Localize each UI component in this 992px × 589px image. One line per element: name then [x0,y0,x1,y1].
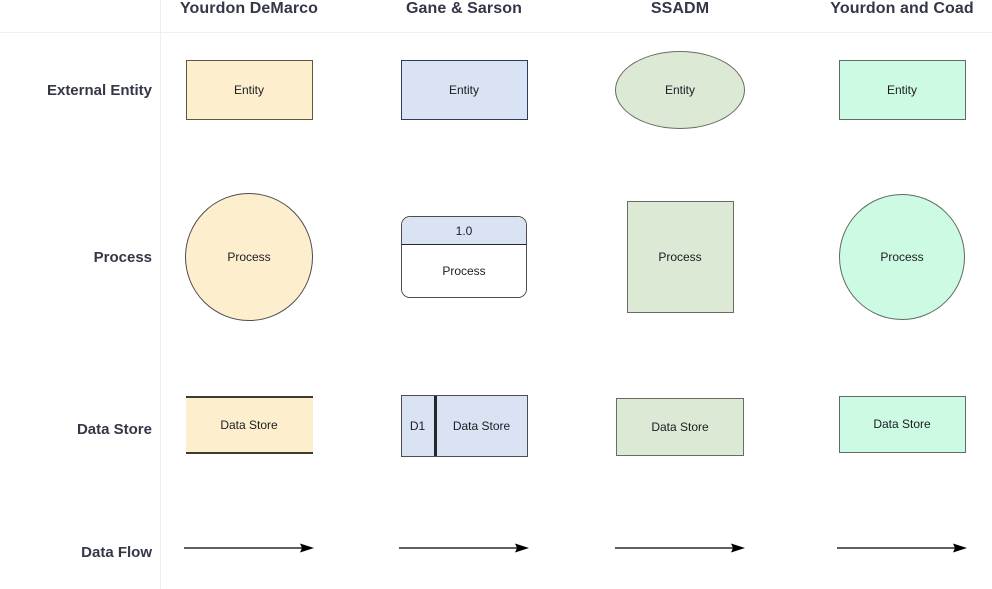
cell-process-ssadm: Process [591,194,769,320]
cell-process-yourdon-coad: Process [813,193,991,321]
row-label-data-store: Data Store [76,421,152,438]
cell-process-gane-sarson: 1.0 Process [375,216,553,298]
shape-entity-rectangle[interactable]: Entity [838,60,966,120]
cell-entity-gane-sarson: Entity [375,50,553,130]
shape-label: Data Store [873,417,931,431]
cell-dataflow-yourdon-coad [813,534,991,562]
shape-datastore-rectangle[interactable]: Data Store [616,398,744,456]
shape-label: Data Store [651,420,709,434]
cell-entity-yourdon-demarco: Entity [160,50,338,130]
datastore-id-label: D1 [409,419,426,433]
shape-datastore-rectangle[interactable]: Data Store [838,395,966,453]
row-label-process: Process [93,249,152,266]
column-header-ssadm: SSADM [650,0,710,17]
shape-dataflow-arrow[interactable] [615,542,745,554]
row-label-data-flow: Data Flow [81,544,152,561]
shape-label: Entity [448,83,479,97]
cell-entity-ssadm: Entity [591,44,769,136]
row-label-external-entity: External Entity [46,82,152,99]
shape-dataflow-arrow[interactable] [399,542,529,554]
process-number-header: 1.0 [402,217,526,245]
shape-label: Process [880,250,924,264]
column-header-yourdon-and-coad: Yourdon and Coad [830,0,974,17]
datastore-id-compartment: D1 [402,396,437,456]
shape-label: Data Store [220,418,278,432]
cell-datastore-yourdon-demarco: Data Store [160,395,338,455]
shape-label: Entity [886,83,917,97]
shape-process-circle[interactable]: Process [185,193,313,321]
cell-entity-yourdon-coad: Entity [813,50,991,130]
datastore-name-compartment: Data Store [437,396,527,456]
shape-label: Data Store [452,419,511,433]
shape-label: Entity [664,83,695,97]
shape-entity-ellipse[interactable]: Entity [615,51,745,129]
cell-datastore-yourdon-coad: Data Store [813,395,991,453]
shape-entity-rectangle[interactable]: Entity [400,60,528,120]
shape-datastore-compartment-rect[interactable]: D1 Data Store [400,395,528,457]
header-divider-line [0,32,992,33]
process-number-label: 1.0 [455,223,473,238]
shape-entity-rectangle[interactable]: Entity [185,60,313,120]
column-header-row: Yourdon DeMarco Gane & Sarson SSADM Your… [0,0,992,32]
column-header-yourdon-demarco: Yourdon DeMarco [179,0,319,17]
shape-process-circle[interactable]: Process [839,194,965,320]
shape-label: Entity [233,83,264,97]
cell-dataflow-ssadm [591,534,769,562]
shape-datastore-open-rect[interactable]: Data Store [185,396,313,454]
column-header-gane-sarson: Gane & Sarson [405,0,522,17]
shape-label: Process [658,250,702,264]
shape-dataflow-arrow[interactable] [837,542,967,554]
process-name-body: Process [402,245,526,297]
cell-process-yourdon-demarco: Process [160,191,338,323]
shape-process-square[interactable]: Process [626,201,734,313]
cell-dataflow-yourdon-demarco [160,534,338,562]
shape-label: Process [227,250,271,264]
cell-dataflow-gane-sarson [375,534,553,562]
shape-label: Process [442,264,486,278]
label-column-divider [160,0,161,589]
cell-datastore-ssadm: Data Store [591,397,769,457]
shape-process-rounded-rect[interactable]: 1.0 Process [401,216,527,298]
shape-dataflow-arrow[interactable] [184,542,314,554]
cell-datastore-gane-sarson: D1 Data Store [375,395,553,457]
